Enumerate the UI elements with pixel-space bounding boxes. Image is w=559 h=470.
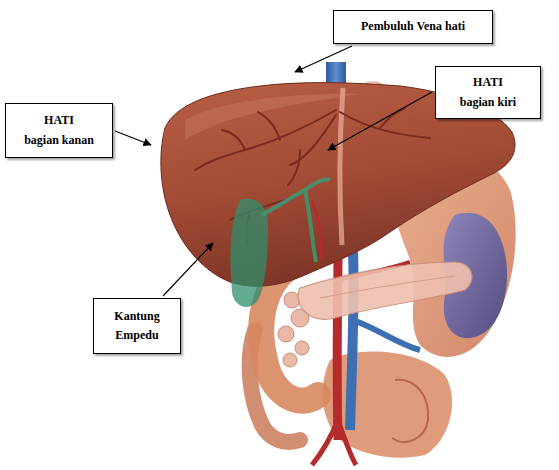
leader-lines	[115, 46, 432, 296]
hepatic-artery	[312, 200, 322, 260]
callout-box: Pembuluh Vena hati	[333, 10, 493, 44]
callout-text: HATI	[44, 111, 74, 130]
callout-text: Pembuluh Vena hati	[361, 17, 465, 36]
callout-text: bagian kiri	[460, 93, 516, 112]
callout-text: bagian kanan	[24, 131, 94, 150]
pancreas-duct	[320, 276, 455, 298]
callout-text: Kantung Empedu	[114, 307, 159, 345]
pancreas	[298, 262, 472, 319]
bile-ducts	[262, 179, 330, 262]
callout-box: Kantung Empedu	[93, 298, 181, 354]
callout-box: HATIbagian kanan	[5, 103, 113, 158]
callout-box: HATIbagian kiri	[435, 66, 541, 119]
callout-text: HATI	[473, 73, 503, 92]
